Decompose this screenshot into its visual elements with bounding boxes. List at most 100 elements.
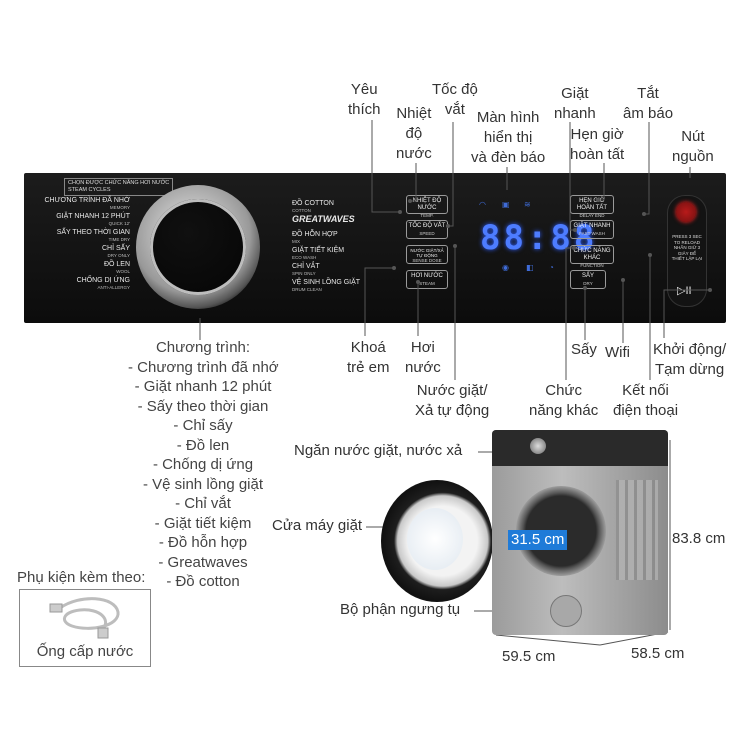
button-label: SẤY bbox=[581, 273, 594, 279]
callout-line: Xả tự động bbox=[415, 402, 490, 419]
program-label-en: QUICK 12' bbox=[108, 221, 130, 226]
program-label: SẤY THEO THỜI GIAN bbox=[56, 229, 130, 236]
washer-knob bbox=[530, 438, 546, 454]
program-label-en: ECO WASH bbox=[292, 255, 317, 260]
door-label: Cửa máy giặt bbox=[272, 517, 363, 534]
condenser-label: Bộ phận ngưng tụ bbox=[340, 601, 461, 618]
button-label: NƯỚC GIẶT/XẢ TỰ ĐỘNG bbox=[410, 248, 444, 258]
callout-wifi: Wifi bbox=[605, 343, 630, 363]
leader-function bbox=[565, 247, 574, 380]
list-item: - Vệ sinh lồng giặt bbox=[142, 475, 264, 493]
function-button[interactable]: CHỨC NĂNG KHÁC FUNCTION bbox=[570, 245, 614, 268]
washer-filter bbox=[550, 595, 582, 627]
button-label-en: FAST WASH bbox=[579, 231, 605, 236]
program-list-heading: Chương trình: bbox=[155, 339, 251, 356]
button-label-en: SPEED bbox=[419, 231, 435, 236]
list-item: - Greatwaves bbox=[158, 553, 248, 571]
washer-door bbox=[381, 480, 493, 602]
callout-line: độ bbox=[405, 125, 423, 142]
start-pause-icon[interactable]: ▷II bbox=[677, 285, 692, 297]
dry-button[interactable]: SẤY DRY bbox=[570, 270, 606, 289]
program-list: Chương trình: - Chương trình đã nhớ - Gi… bbox=[128, 338, 279, 592]
callout-display: Màn hình hiển thị và đèn báo bbox=[471, 108, 545, 168]
steam-cycles-label-en: STEAM CYCLES bbox=[68, 187, 111, 193]
callout-line: và đèn báo bbox=[471, 149, 546, 166]
leader-favorite bbox=[371, 120, 400, 213]
callout-child-lock: Khoá trẻ em bbox=[347, 338, 390, 378]
program-label: ĐỒ COTTON bbox=[292, 200, 334, 207]
program-label-en: TIME DRY bbox=[108, 237, 130, 242]
list-item: - Đồ cotton bbox=[166, 573, 240, 590]
program-dial[interactable] bbox=[136, 185, 260, 309]
accessory-label: Phụ kiện kèm theo: bbox=[17, 569, 146, 586]
callout-power: Nút nguồn bbox=[672, 127, 714, 167]
program-greatwaves: GREATWAVES bbox=[292, 214, 355, 224]
steam-cycles-badge: CHỌN ĐƯỢC CHỨC NĂNG HƠI NƯỚC STEAM CYCLE… bbox=[64, 178, 174, 196]
callout-line: thích bbox=[348, 101, 381, 118]
width-label: 59.5 cm bbox=[502, 648, 556, 665]
callout-line: điện thoại bbox=[613, 402, 679, 419]
leader-mute bbox=[644, 122, 650, 215]
callout-line: Khoá bbox=[350, 339, 386, 356]
lock-indicator-icon: ▣ bbox=[502, 200, 510, 209]
list-item: - Đồ len bbox=[176, 436, 230, 454]
program-label: GREATWAVES bbox=[292, 214, 355, 224]
callout-line: Giặt bbox=[561, 85, 589, 102]
power-instruction: PRESS 3 SEC TO RELOAD NHẤN GIỮ 3 GIÂY ĐỂ… bbox=[671, 234, 703, 261]
steam-button[interactable]: HƠI NƯỚC STEAM bbox=[406, 270, 448, 289]
steam-cycles-label: CHỌN ĐƯỢC CHỨC NĂNG HƠI NƯỚC bbox=[68, 180, 170, 186]
list-item: - Chỉ sấy bbox=[173, 417, 233, 434]
leader-temperature bbox=[410, 163, 417, 202]
callout-line: nguồn bbox=[672, 148, 714, 165]
callout-line: nước bbox=[396, 145, 432, 162]
callout-mute: Tắt âm báo bbox=[623, 84, 673, 124]
button-label-en: DELAY END bbox=[579, 213, 605, 218]
callout-line: nhanh bbox=[554, 105, 596, 122]
program-label-en: MEMORY bbox=[109, 205, 130, 210]
leader-delay-end bbox=[598, 163, 605, 201]
button-label-en: STEAM bbox=[419, 281, 435, 286]
button-label: CHỨC NĂNG KHÁC bbox=[573, 248, 611, 261]
list-item: - Sấy theo thời gian bbox=[137, 397, 269, 415]
program-label: CHỈ VẮT bbox=[292, 263, 320, 270]
callout-dry: Sấy bbox=[571, 340, 597, 360]
list-item: - Đồ hỗn hợp bbox=[158, 534, 248, 551]
callout-line: hoàn tất bbox=[570, 146, 625, 163]
list-item: - Chương trình đã nhớ bbox=[128, 358, 279, 376]
callout-line: Nhiệt bbox=[396, 105, 432, 122]
accessory-item: Ống cấp nước bbox=[36, 643, 134, 660]
button-label-en: SENSE DOSE bbox=[412, 258, 442, 263]
callout-line: Kết nối bbox=[622, 382, 669, 399]
program-label-en: MIX bbox=[292, 239, 301, 244]
callout-line: Nước giặt/ bbox=[416, 382, 488, 399]
power-pad: PRESS 3 SEC TO RELOAD NHẤN GIỮ 3 GIÂY ĐỂ… bbox=[667, 195, 707, 307]
button-label-en: DRY bbox=[583, 281, 593, 286]
callout-function: Chức năng khác bbox=[529, 381, 598, 421]
leader-start-pause bbox=[663, 289, 710, 338]
temp-indicator-icon: ◉ bbox=[502, 263, 509, 272]
list-item: - Chống dị ứng bbox=[152, 456, 254, 473]
callout-speed: Tốc độ vắt bbox=[432, 80, 478, 120]
power-button[interactable] bbox=[676, 202, 696, 222]
dimension-width-line bbox=[495, 634, 601, 646]
button-label: HẸN GIỜ HOÀN TẤT bbox=[576, 198, 608, 211]
program-label: ĐỒ LEN bbox=[103, 261, 130, 268]
callout-line: vắt bbox=[444, 101, 465, 118]
callout-phone-connect: Kết nối điện thoại bbox=[613, 381, 678, 421]
callout-line: Wifi bbox=[605, 344, 630, 361]
callout-line: trẻ em bbox=[347, 359, 390, 376]
leader-speed bbox=[448, 122, 454, 227]
button-label-en: FUNCTION bbox=[580, 263, 604, 268]
callout-line: nước bbox=[405, 359, 441, 376]
callout-steam: Hơi nước bbox=[405, 338, 441, 378]
button-label: HƠI NƯỚC bbox=[411, 273, 443, 279]
program-label: ĐỒ HỖN HỢP bbox=[292, 231, 338, 238]
